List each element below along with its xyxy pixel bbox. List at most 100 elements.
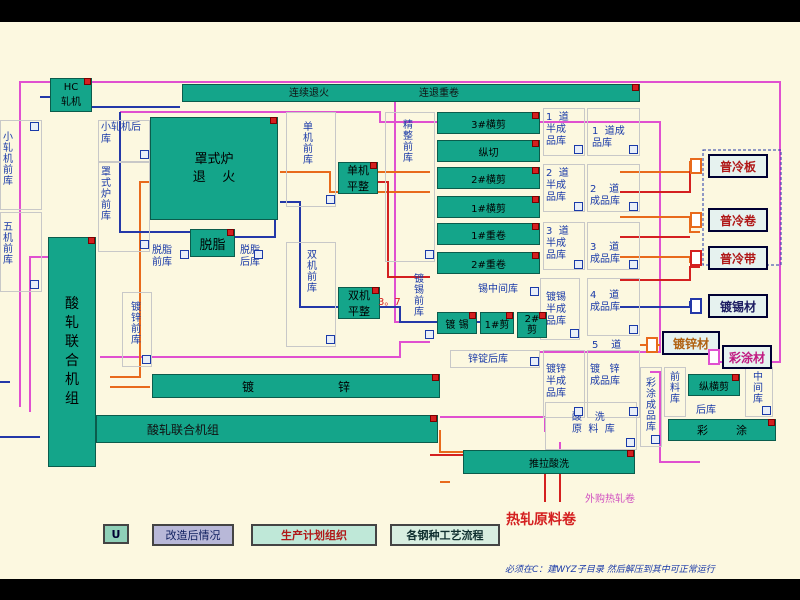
red-marker-icon bbox=[532, 112, 539, 119]
red-marker-icon bbox=[370, 162, 377, 169]
warehouse-marker-icon bbox=[425, 250, 434, 259]
warehouse-marker-icon bbox=[140, 150, 149, 159]
pass3-semi-warehouse: 3 道 半成 品库 bbox=[546, 226, 569, 261]
galv-after-frame bbox=[450, 350, 540, 368]
arrow-head-icon bbox=[708, 349, 720, 365]
red-marker-icon bbox=[270, 117, 277, 124]
process-flow-button[interactable]: 各钢种工艺流程 bbox=[390, 524, 500, 546]
after-reform-button[interactable]: 改造后情况 bbox=[152, 524, 234, 546]
five-stand-front-warehouse: 五 机 前 库 bbox=[3, 222, 13, 266]
red-marker-icon bbox=[532, 167, 539, 174]
galvanizing-front-warehouse: 镀 锌 前 库 bbox=[131, 302, 141, 346]
red-marker-icon bbox=[539, 312, 546, 319]
warehouse-marker-icon bbox=[140, 240, 149, 249]
warehouse-marker-icon bbox=[629, 145, 638, 154]
galvanizing-after-warehouse: 锌锭后库 bbox=[468, 354, 508, 365]
home-button[interactable]: U bbox=[103, 524, 129, 544]
home-icon: U bbox=[111, 527, 121, 541]
pass1-product-frame bbox=[587, 108, 640, 156]
color-coating-front-warehouse: 前 料 库 bbox=[670, 372, 680, 405]
pickling-tandem-mill-bottom[interactable]: 酸轧联合机组 bbox=[96, 415, 438, 443]
warehouse-marker-icon bbox=[142, 355, 151, 364]
warehouse-marker-icon bbox=[629, 202, 638, 211]
single-stand-front-warehouse: 单 机 前 库 bbox=[303, 122, 313, 166]
pass1-product-warehouse: 1 道成 品库 bbox=[592, 126, 625, 149]
arrow-head-icon bbox=[646, 337, 658, 353]
degrease-front-warehouse: 脱脂 前库 bbox=[152, 245, 172, 268]
continuous-recoil-label: 连退重卷 bbox=[419, 88, 459, 99]
finishing-front-warehouse: 精 整 前 库 bbox=[403, 120, 413, 164]
color-coating-after-warehouse: 后库 bbox=[696, 405, 716, 416]
warehouse-marker-icon bbox=[530, 357, 539, 366]
five-stand-front-wh-frame bbox=[0, 212, 42, 292]
hc-mill[interactable]: HC 轧机 bbox=[50, 78, 92, 112]
no1-recoil[interactable]: 1#重卷 bbox=[437, 223, 540, 245]
product-ordinary-cold-plate[interactable]: 普冷板 bbox=[708, 154, 768, 178]
small-mill-after-wh-frame bbox=[98, 120, 150, 162]
warehouse-marker-icon bbox=[30, 122, 39, 131]
no1-cross-cut[interactable]: 1#横剪 bbox=[437, 196, 540, 218]
flow-mark: 3。7 bbox=[378, 297, 401, 308]
pass3-product-warehouse: 3 道 成品库 bbox=[590, 242, 620, 265]
continuous-anneal-line[interactable]: 连续退火 连退重卷 bbox=[182, 84, 640, 102]
galv-front-wh-frame bbox=[122, 292, 152, 367]
galvanizing-semi-warehouse: 镀锌 半成 品库 bbox=[546, 364, 566, 399]
hot-raw-coil-label: 热轧原料卷 bbox=[506, 512, 576, 528]
warehouse-marker-icon bbox=[762, 406, 771, 415]
warehouse-marker-icon bbox=[574, 407, 583, 416]
red-marker-icon bbox=[430, 415, 437, 422]
red-marker-icon bbox=[732, 374, 739, 381]
pass4-product-frame bbox=[587, 278, 640, 336]
tin-no1-shear[interactable]: 1#剪 bbox=[480, 312, 514, 334]
red-marker-icon bbox=[88, 237, 95, 244]
red-marker-icon bbox=[532, 223, 539, 230]
double-front-wh-frame bbox=[286, 242, 336, 347]
pickling-raw-material-warehouse: 酸 洗 原 料 库 bbox=[572, 412, 615, 435]
color-semi-frame bbox=[640, 367, 662, 447]
product-galvanized[interactable]: 镀锌材 bbox=[662, 331, 720, 355]
warehouse-marker-icon bbox=[180, 250, 189, 259]
tinning-unit[interactable]: 镀 锡 bbox=[437, 312, 477, 334]
product-color-coated[interactable]: 彩涂材 bbox=[722, 345, 772, 369]
warehouse-marker-icon bbox=[574, 260, 583, 269]
red-marker-icon bbox=[632, 84, 639, 91]
warehouse-marker-icon bbox=[651, 435, 660, 444]
color-coating-line[interactable]: 彩 涂 bbox=[668, 419, 776, 441]
single-stand-temper-mill[interactable]: 单机 平整 bbox=[338, 162, 378, 194]
galvanizing-line[interactable]: 镀 锌 bbox=[152, 374, 440, 398]
product-tinplate[interactable]: 镀锡材 bbox=[708, 294, 768, 318]
pickling-tandem-label: 酸轧联合机组 bbox=[147, 423, 220, 437]
red-marker-icon bbox=[432, 374, 439, 381]
no3-cross-cut[interactable]: 3#横剪 bbox=[437, 112, 540, 134]
warehouse-marker-icon bbox=[326, 335, 335, 344]
color-front-frame bbox=[664, 367, 686, 417]
warehouse-marker-icon bbox=[326, 195, 335, 204]
color-coating-product-warehouse: 彩 涂 成 品 库 bbox=[646, 378, 656, 433]
no2-cross-cut[interactable]: 2#横剪 bbox=[437, 167, 540, 189]
warehouse-marker-icon bbox=[626, 438, 635, 447]
product-ordinary-cold-coil[interactable]: 普冷卷 bbox=[708, 208, 768, 232]
red-marker-icon bbox=[506, 312, 513, 319]
galv-product-frame bbox=[587, 350, 640, 418]
warehouse-marker-icon bbox=[254, 250, 263, 259]
slitting-line[interactable]: 纵切 bbox=[437, 140, 540, 162]
small-mill-front-warehouse: 小 轧 机 前 库 bbox=[3, 132, 13, 187]
pass2-semi-frame bbox=[543, 164, 585, 212]
small-mill-front-wh-frame bbox=[0, 120, 42, 210]
color-cross-cut[interactable]: 纵横剪 bbox=[688, 374, 740, 396]
production-plan-button[interactable]: 生产计划组织 bbox=[251, 524, 377, 546]
pickling-raw-frame bbox=[545, 402, 637, 450]
small-mill-after-warehouse: 小轧机后 库 bbox=[101, 122, 141, 145]
process-diagram: 小 轧 机 前 库 五 机 前 库 小轧机后 库 罩 式 炉 前 库 脱脂 前库… bbox=[0, 22, 800, 579]
warehouse-marker-icon bbox=[30, 280, 39, 289]
pass3-semi-frame bbox=[543, 222, 585, 270]
product-ordinary-cold-strip[interactable]: 普冷带 bbox=[708, 246, 768, 270]
bell-furnace-anneal[interactable]: 罩式炉 退 火 bbox=[150, 117, 278, 220]
tinning-semi-warehouse: 镀锡 半成 品库 bbox=[546, 292, 566, 327]
no2-recoil[interactable]: 2#重卷 bbox=[437, 252, 540, 274]
red-marker-icon bbox=[469, 312, 476, 319]
purchased-hot-coil-label: 外购热轧卷 bbox=[585, 494, 635, 505]
push-pull-pickling[interactable]: 推拉酸洗 bbox=[463, 450, 635, 474]
pickling-tandem-mill-vertical[interactable]: 酸 轧 联 合 机 组 bbox=[48, 237, 96, 467]
red-marker-icon bbox=[84, 78, 91, 85]
